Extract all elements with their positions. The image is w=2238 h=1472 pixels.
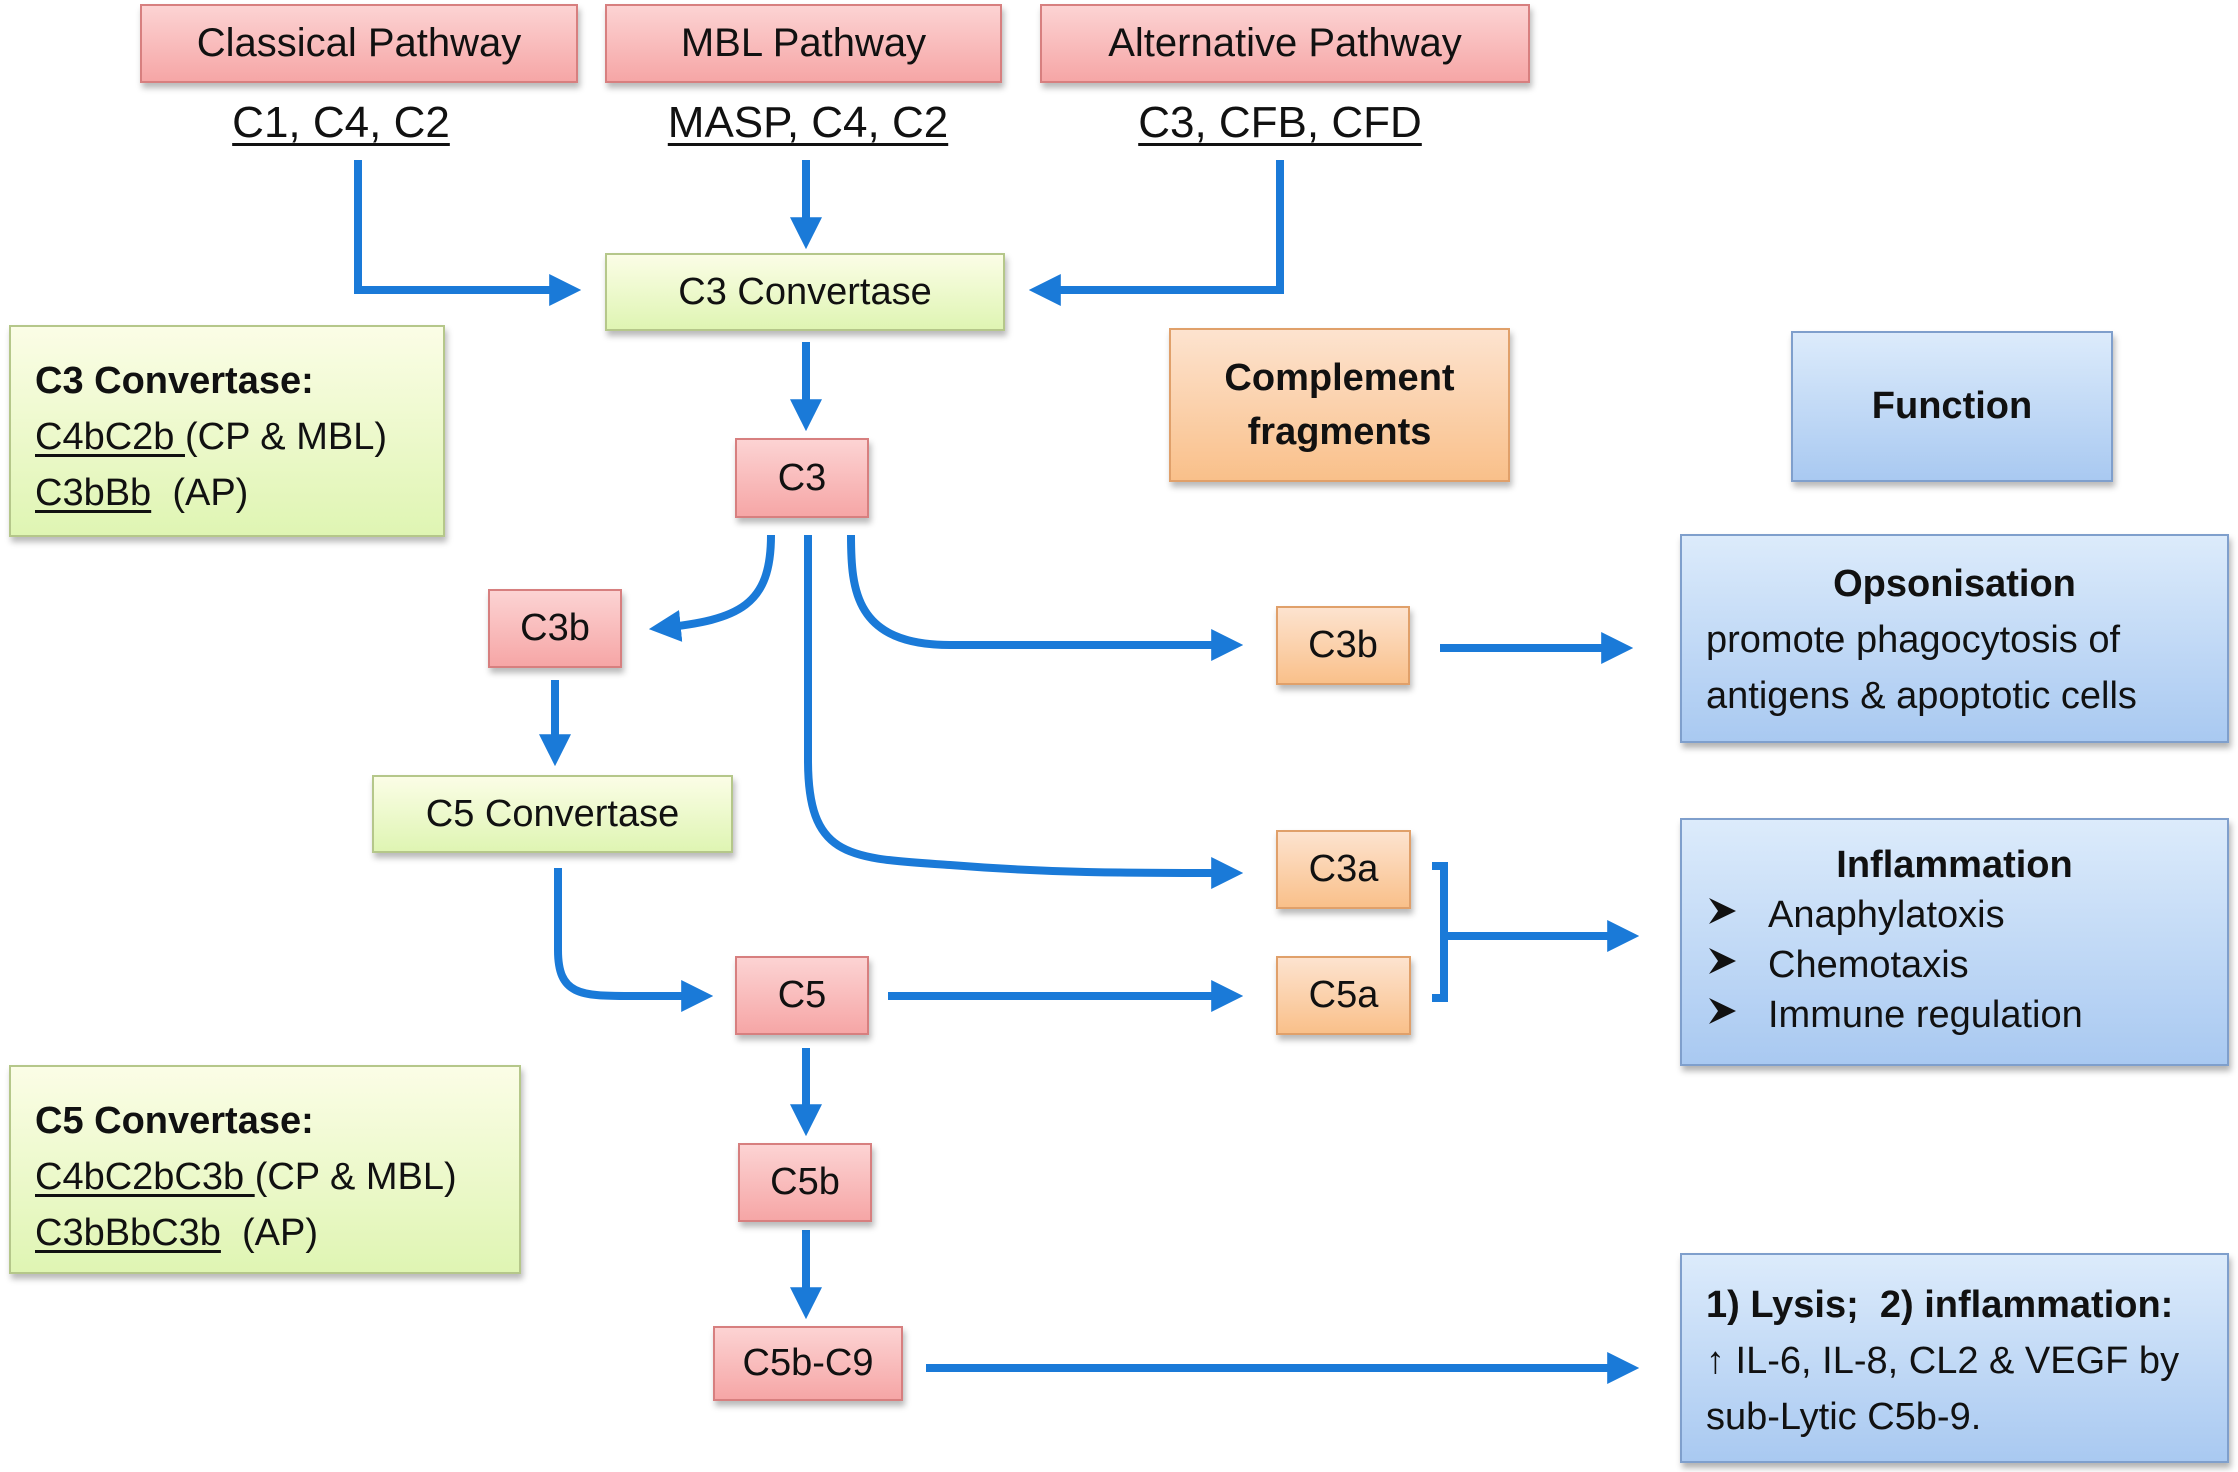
arrow-c3-to-c3b [648, 534, 775, 642]
classical-components: C1, C4, C2 [232, 98, 450, 147]
inflammation-title: Inflammation [1836, 844, 2073, 886]
c5b-c9-node: C5b-C9 [713, 1326, 903, 1401]
arrowhead-bullet-icon [1706, 890, 1746, 940]
inflammation-bullet: Chemotaxis [1706, 940, 2203, 990]
c3-node: C3 [735, 438, 869, 518]
inflammation-bullet: Anaphylatoxis [1706, 890, 2203, 940]
c3-convertase-note-row: C4bC2b (CP & MBL) [35, 416, 387, 458]
mbl-pathway-box: MBL Pathway [605, 4, 1002, 83]
c5-convertase-label: C5 Convertase [425, 792, 680, 835]
c3b-label: C3b [520, 607, 590, 649]
opsonisation-box: Opsonisation promote phagocytosis of ant… [1680, 534, 2229, 743]
c3-label: C3 [777, 456, 827, 499]
arrow-classical-to-c3-convertase [354, 160, 582, 306]
up-arrow-icon: ↑ [1706, 1340, 1725, 1382]
c5a-fragment-label: C5a [1308, 974, 1379, 1016]
arrowhead-bullet-icon [1706, 940, 1746, 990]
c5-convertase-note-row: C4bC2bC3b (CP & MBL) [35, 1156, 457, 1198]
c3a-fragment: C3a [1276, 830, 1411, 909]
function-header-label: Function [1871, 385, 2033, 427]
alternative-components: C3, CFB, CFD [1138, 98, 1422, 147]
c5-convertase-note-row: C3bBbC3b (AP) [35, 1212, 319, 1254]
c5-node: C5 [735, 956, 869, 1035]
lysis-line1: ↑ IL-6, IL-8, CL2 & VEGF by [1706, 1340, 2180, 1382]
c3-convertase-note: C3 Convertase: C4bC2b (CP & MBL) C3bBb (… [9, 325, 445, 537]
function-header: Function [1791, 331, 2113, 482]
alternative-pathway-label: Alternative Pathway [1108, 21, 1462, 65]
c3-convertase-note-title: C3 Convertase: [35, 360, 314, 402]
c3a-fragment-label: C3a [1308, 848, 1379, 890]
lysis-box: 1) Lysis; 2) inflammation: ↑ IL-6, IL-8,… [1680, 1253, 2229, 1463]
arrow-alternative-to-c3-convertase [1028, 160, 1284, 306]
mbl-components: MASP, C4, C2 [667, 98, 949, 147]
lysis-line2: sub-Lytic C5b-9. [1706, 1396, 1982, 1438]
c5-label: C5 [777, 974, 827, 1016]
c3b-node: C3b [488, 589, 622, 668]
arrow-c5-convertase-to-c5 [554, 868, 714, 1012]
c5-convertase-note-title: C5 Convertase: [35, 1100, 314, 1142]
arrow-c3-to-c3b-fragment [847, 534, 1244, 661]
mbl-pathway-label: MBL Pathway [680, 21, 927, 65]
opsonisation-line2: antigens & apoptotic cells [1706, 675, 2137, 717]
c5b-c9-label: C5b-C9 [742, 1342, 874, 1384]
c3b-fragment-label: C3b [1308, 624, 1378, 666]
classical-pathway-box: Classical Pathway [140, 4, 578, 83]
alternative-pathway-box: Alternative Pathway [1040, 4, 1530, 83]
c3b-fragment: C3b [1276, 606, 1410, 685]
inflammation-bullet: Immune regulation [1706, 990, 2203, 1040]
c5a-fragment: C5a [1276, 956, 1411, 1035]
lysis-title: 1) Lysis; 2) inflammation: [1706, 1284, 2174, 1326]
c3-convertase-node: C3 Convertase [605, 253, 1005, 331]
c3-convertase-note-row: C3bBb (AP) [35, 472, 249, 514]
fragments-header-line2: fragments [1247, 411, 1432, 453]
c5-convertase-node: C5 Convertase [372, 775, 733, 853]
classical-pathway-label: Classical Pathway [196, 21, 522, 65]
inflammation-box: Inflammation Anaphylatoxis Chemotaxis Im… [1680, 818, 2229, 1066]
opsonisation-line1: promote phagocytosis of [1706, 619, 2121, 661]
fragments-header-line1: Complement [1224, 357, 1455, 399]
c5b-label: C5b [770, 1161, 840, 1203]
opsonisation-title: Opsonisation [1833, 563, 2076, 605]
complement-fragments-header: Complement fragments [1169, 328, 1510, 482]
arrow-c3-to-c3a-fragment [804, 535, 1244, 889]
arrowhead-bullet-icon [1706, 990, 1746, 1040]
bracket-c3a-c5a [1432, 862, 1448, 1002]
c5-convertase-note: C5 Convertase: C4bC2bC3b (CP & MBL) C3bB… [9, 1065, 521, 1274]
c5b-node: C5b [738, 1143, 872, 1222]
c3-convertase-label: C3 Convertase [678, 270, 932, 313]
